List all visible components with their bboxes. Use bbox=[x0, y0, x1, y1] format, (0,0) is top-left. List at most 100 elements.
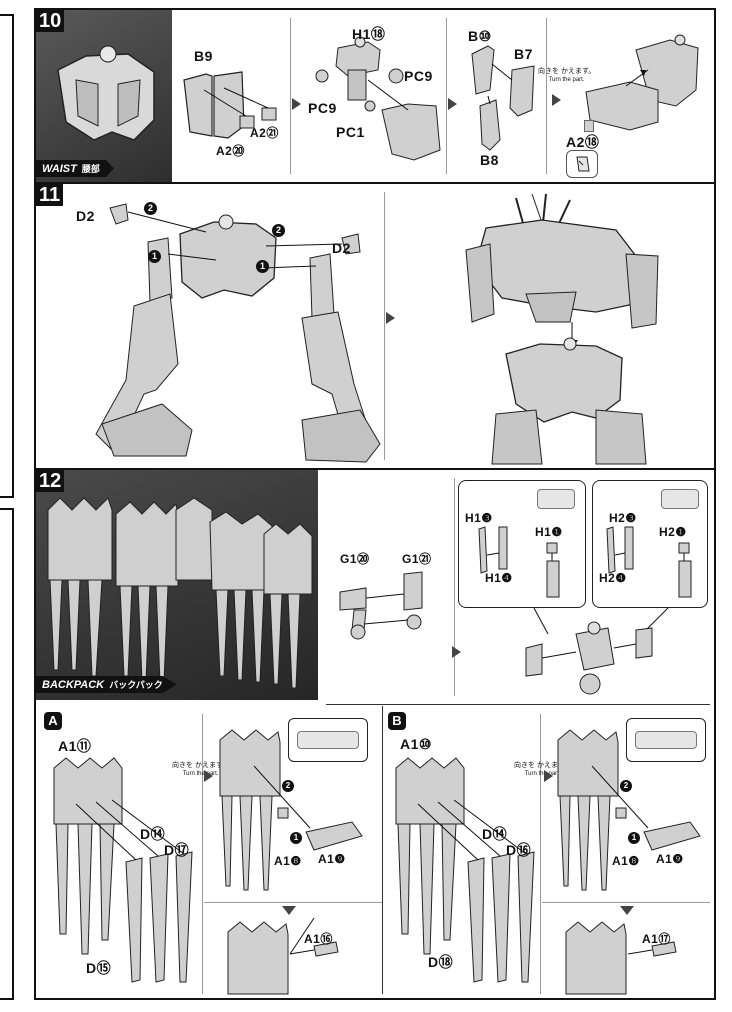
divider bbox=[202, 714, 203, 994]
assembled-backpack-hinge bbox=[525, 607, 669, 695]
step-10-panel: 10 WAIST 腰部 B9 A2㉑ A2⑳ H1⑱ PC9 PC9 PC1 bbox=[34, 8, 716, 184]
divider bbox=[546, 18, 547, 174]
label-g1-20: G1⑳ bbox=[340, 552, 370, 566]
step-arrow bbox=[552, 94, 561, 106]
label-b8: B8 bbox=[480, 152, 499, 168]
step-arrow bbox=[386, 312, 395, 324]
a19-detail-part bbox=[635, 731, 697, 749]
waist-core-assembly bbox=[315, 36, 441, 161]
subA-turn-note-jp: 向きを かえます。 bbox=[172, 762, 230, 769]
label-a2-21: A2㉑ bbox=[250, 126, 279, 140]
label-pc9-left: PC9 bbox=[308, 100, 337, 116]
step-number-11: 11 bbox=[36, 184, 64, 206]
order-marker-1-b: 1 bbox=[628, 832, 640, 844]
waist-photo-illustration bbox=[57, 45, 155, 141]
step-arrow-down bbox=[282, 906, 296, 915]
label-d18-b: D⑱ bbox=[428, 954, 454, 970]
side-skirt-parts bbox=[471, 45, 535, 151]
h1-parts bbox=[478, 526, 560, 598]
subB-assembled-fins bbox=[557, 729, 701, 891]
label-d14-a: D⑭ bbox=[140, 826, 166, 842]
a19-detail-part bbox=[297, 731, 359, 749]
upper-body-onto-waist bbox=[465, 193, 659, 465]
divider bbox=[542, 902, 710, 903]
divider bbox=[204, 902, 382, 903]
order-marker-1-a: 1 bbox=[290, 832, 302, 844]
label-a1-11: A1⑪ bbox=[58, 738, 92, 754]
step-number-12: 12 bbox=[36, 470, 65, 492]
h2-turn-part-icon bbox=[661, 489, 699, 509]
divider bbox=[384, 192, 385, 460]
subB-final-fins bbox=[565, 921, 677, 995]
divider bbox=[326, 704, 710, 705]
waist-photo bbox=[36, 10, 172, 182]
label-a19-b: A1❾ bbox=[656, 852, 684, 866]
legs-and-waist-assembly bbox=[95, 203, 381, 463]
subA-assembled-fins bbox=[219, 729, 363, 891]
backpack-label-jp: バックパック bbox=[109, 680, 163, 690]
label-a2-20: A2⑳ bbox=[216, 144, 245, 158]
label-a2-18: A2⑱ bbox=[566, 134, 600, 150]
label-b9: B9 bbox=[194, 48, 213, 64]
subB-turn-note-en: Turn the part. bbox=[524, 771, 561, 777]
subA-turn-note-en: Turn the part. bbox=[182, 771, 219, 777]
label-h2-1: H2❶ bbox=[659, 525, 687, 539]
label-a17: A1⑰ bbox=[642, 932, 671, 946]
step-arrow bbox=[452, 646, 461, 658]
order-marker-1-right: 1 bbox=[256, 260, 269, 273]
label-h1-3: H1❸ bbox=[465, 511, 493, 525]
a2-18-detail-inset bbox=[566, 150, 598, 178]
h2-callout-box: H2❸ H2❹ H2❶ bbox=[592, 480, 708, 608]
backpack-photo bbox=[36, 470, 318, 700]
waist-label-jp: 腰部 bbox=[81, 164, 100, 174]
step-11-panel: 11 D2 D2 2 1 2 1 bbox=[34, 182, 716, 470]
label-d15-a: D⑮ bbox=[86, 960, 112, 976]
label-g1-21: G1㉑ bbox=[402, 552, 432, 566]
waist-photo-label: WAIST 腰部 bbox=[36, 160, 114, 177]
turn-part-note-jp: 向きを かえます。 bbox=[538, 68, 596, 75]
label-d14-b: D⑭ bbox=[482, 826, 508, 842]
step-number-10: 10 bbox=[36, 10, 65, 32]
label-d16-b: D⑯ bbox=[506, 842, 532, 858]
h1-callout-box: H1❸ H1❹ H1❶ bbox=[458, 480, 586, 608]
divider bbox=[454, 478, 455, 696]
turn-part-icon bbox=[576, 156, 590, 172]
divider bbox=[382, 706, 383, 994]
waist-front-armor-part bbox=[183, 71, 277, 139]
backpack-label-en: BACKPACK bbox=[42, 679, 105, 691]
subB-turn-note-jp: 向きを かえます。 bbox=[514, 762, 572, 769]
label-a16: A1⑯ bbox=[304, 932, 333, 946]
label-d17-a: D⑰ bbox=[164, 842, 190, 858]
waist-label-en: WAIST bbox=[42, 163, 77, 175]
step-arrow-down bbox=[620, 906, 634, 915]
step-arrow bbox=[544, 770, 553, 782]
left-edge-frame-top bbox=[0, 14, 14, 498]
subB-a19-detail-inset bbox=[626, 718, 706, 762]
divider bbox=[290, 18, 291, 174]
label-a1-10: A1⑩ bbox=[400, 736, 432, 752]
backpack-photo-label: BACKPACK バックパック bbox=[36, 676, 177, 693]
h1-turn-part-icon bbox=[537, 489, 575, 509]
divider bbox=[446, 18, 447, 174]
left-edge-frame-bottom bbox=[0, 508, 14, 1000]
label-h2-3: H2❸ bbox=[609, 511, 637, 525]
label-pc1: PC1 bbox=[336, 124, 365, 140]
turn-part-note: 向きを かえます。 Turn the part. bbox=[538, 68, 595, 84]
label-b7: B7 bbox=[514, 46, 533, 62]
label-h1-1: H1❶ bbox=[535, 525, 563, 539]
h2-parts bbox=[606, 526, 692, 598]
subA-turn-note: 向きを かえます。 Turn the part. bbox=[172, 762, 229, 778]
subB-turn-note: 向きを かえます。 Turn the part. bbox=[514, 762, 571, 778]
label-a19-a: A1❾ bbox=[318, 852, 346, 866]
subA-final-fins bbox=[227, 917, 339, 995]
label-d2-left: D2 bbox=[76, 208, 95, 224]
turn-part-note-en: Turn the part. bbox=[548, 77, 585, 83]
substep-a-marker: A bbox=[44, 712, 62, 730]
part-a2-18 bbox=[584, 120, 594, 132]
step-12-panel: 12 BACKPACK バックパック G1⑳ G1㉑ H1❸ H1❹ H1❶ bbox=[34, 468, 716, 1000]
subB-fin-block-and-blades bbox=[395, 757, 535, 983]
label-d2-right: D2 bbox=[332, 240, 351, 256]
subA-fin-block-and-blades bbox=[53, 757, 193, 983]
order-marker-2-b: 2 bbox=[620, 780, 632, 792]
label-h1-18: H1⑱ bbox=[352, 26, 386, 42]
